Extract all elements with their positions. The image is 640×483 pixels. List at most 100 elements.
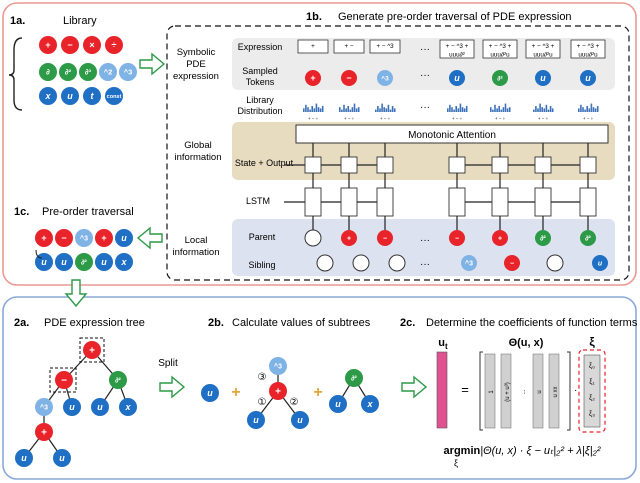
library-distribution-label: Library Distribution <box>237 95 282 116</box>
preorder-token: + <box>35 229 53 247</box>
expression-box-text: + <box>311 43 315 50</box>
svg-text:−: − <box>67 40 72 50</box>
expression-row-label: Expression <box>238 42 283 52</box>
rnn-column: + −−+ − ÷+ <box>333 39 377 272</box>
svg-text:∂²: ∂² <box>65 68 72 77</box>
svg-text:(u + u³): (u + u³) <box>505 382 511 402</box>
label-1b: 1b. <box>306 11 322 23</box>
svg-text:u: u <box>69 402 75 412</box>
tree-node: u <box>63 398 81 416</box>
bottom-panel-border <box>2 296 637 480</box>
svg-text:u: u <box>454 73 460 83</box>
subtree-node: u <box>247 411 265 429</box>
svg-text:^3: ^3 <box>124 68 133 77</box>
svg-text:^3: ^3 <box>465 260 473 268</box>
global-info-label: Global information <box>175 140 222 163</box>
expression-box <box>439 39 475 59</box>
xi-vector <box>583 354 601 428</box>
svg-text:u: u <box>21 453 27 463</box>
subtree-node: u <box>201 384 219 402</box>
plus-combine: + <box>313 384 322 401</box>
preorder-token: + <box>95 229 113 247</box>
label-2c: 2c. <box>400 317 415 329</box>
svg-text:+: + <box>101 233 106 243</box>
svg-text:u: u <box>253 415 259 425</box>
expression-box-text: + − ^3 + <box>577 43 600 50</box>
step-marker: ② <box>290 397 299 408</box>
ut-label: ut <box>438 337 448 351</box>
parent-token: ∂² <box>535 230 551 246</box>
symbolic-pde-label: Symbolic PDE expression <box>173 47 219 82</box>
rnn-column: + − ^3 +uuu∂²u∂²+ − ÷+− <box>482 39 535 271</box>
svg-text:∂²: ∂² <box>540 235 546 243</box>
svg-text:Symbolic: Symbolic <box>177 47 216 58</box>
tree-node: u <box>91 398 109 416</box>
svg-text:+: + <box>41 428 47 439</box>
subtree-node: ∂² <box>345 369 363 387</box>
svg-text:∂²: ∂² <box>81 259 87 267</box>
parent-token: + <box>341 230 357 246</box>
sibling-token: − <box>504 255 520 271</box>
rnn-column: + − ^3 +uuu∂²u+ − ÷−^3 <box>439 39 492 271</box>
svg-text:PDE: PDE <box>186 59 206 70</box>
svg-text:u: u <box>297 415 303 425</box>
expression-box-text: uuu∂²u <box>490 52 510 59</box>
local-info-label: Local information <box>173 235 220 258</box>
panel-1b-dashed-border <box>166 25 630 281</box>
tree-node: ∂² <box>109 371 127 389</box>
svg-text:−: − <box>455 236 459 243</box>
state-box <box>340 156 358 174</box>
svg-text:+: + <box>310 73 315 83</box>
label-1c: 1c. <box>14 206 29 218</box>
lstm-cell <box>491 187 509 217</box>
lstm-label: LSTM <box>246 196 270 206</box>
rnn-column: + − ^3 +uuu∂²uu+ − ÷∂² <box>525 39 580 272</box>
subtree-node: ^3 <box>269 357 287 375</box>
svg-text:...: ... <box>521 389 527 394</box>
svg-text:+: + <box>275 387 281 398</box>
library-distribution-bars <box>375 103 396 112</box>
lstm-cell <box>448 187 466 217</box>
svg-text:u: u <box>540 73 546 83</box>
svg-text:Tokens: Tokens <box>246 77 275 87</box>
xi-entry: ξ₂ <box>589 395 595 402</box>
parent-token: − <box>449 230 465 246</box>
sampled-tokens-label: Sampled Tokens <box>242 66 278 87</box>
svg-text:+: + <box>45 40 50 50</box>
expression-box <box>333 39 365 54</box>
sampled-token: u <box>535 70 551 86</box>
svg-text:u: u <box>207 388 213 398</box>
theta-column: (u + u³) <box>500 353 512 429</box>
brace <box>35 249 43 259</box>
arrow-library-to-rnn <box>139 52 166 76</box>
xi-entry: ξ₁ <box>589 379 595 386</box>
title-2b: Calculate values of subtrees <box>232 317 371 329</box>
empty-sibling <box>316 254 334 272</box>
expression-box-text: + − ^3 + <box>489 43 512 50</box>
svg-text:···: ··· <box>420 235 430 246</box>
preorder-token: ^3 <box>75 229 93 247</box>
library-token: x <box>39 87 57 105</box>
svg-text:÷: ÷ <box>112 40 117 50</box>
xi-entry: ξ₃ <box>589 411 595 418</box>
svg-text:−: − <box>61 233 66 243</box>
svg-text:x: x <box>120 257 127 267</box>
theta-column: u <box>532 353 544 429</box>
svg-text:x: x <box>124 402 131 412</box>
svg-text:u: u <box>598 261 603 268</box>
expression-box <box>525 39 561 59</box>
library-token: ∂³ <box>79 63 97 81</box>
svg-text:Local: Local <box>185 235 208 246</box>
svg-text:∂²: ∂² <box>497 75 503 82</box>
sibling-token: u <box>592 255 608 271</box>
svg-text:^3: ^3 <box>80 235 88 243</box>
library-distribution-bars <box>303 103 324 112</box>
preorder-token: u <box>115 229 133 247</box>
arrow-rnn-to-preorder <box>136 226 163 250</box>
expression-box-text: uuu∂²u <box>533 52 553 59</box>
theta-column: ... <box>521 389 527 394</box>
lstm-cell <box>534 187 552 217</box>
